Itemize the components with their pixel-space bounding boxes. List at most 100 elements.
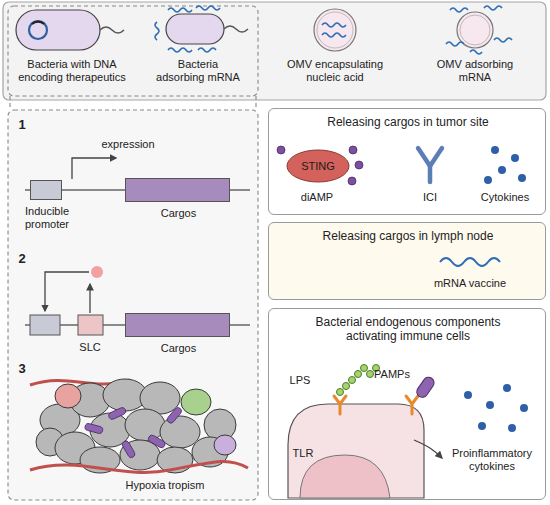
callout-number: 3 xyxy=(12,362,32,375)
tumor-illustration xyxy=(160,416,200,448)
bacterium-mrna-icon xyxy=(155,6,248,52)
bacterium-icon xyxy=(29,21,47,39)
top-band xyxy=(3,2,546,100)
tumor-illustration xyxy=(120,440,160,470)
cytokine-dots xyxy=(486,401,494,409)
omv-icon xyxy=(314,9,356,51)
tumor-illustration xyxy=(84,423,103,434)
antibody-icon xyxy=(430,148,442,166)
caption-label: expression xyxy=(88,138,168,151)
bacterium-mrna-icon xyxy=(224,26,248,32)
lps-molecule xyxy=(343,383,350,390)
dashed-frame xyxy=(8,110,258,500)
bacterium-icon xyxy=(100,27,124,33)
diamp-molecule xyxy=(277,146,285,154)
slc-circuit xyxy=(78,315,103,335)
panel-heading: Bacterial endogenous components activati… xyxy=(308,315,508,343)
omv-icon xyxy=(322,33,346,37)
bacterium-icon xyxy=(16,10,124,50)
caption-label: Bacteria adsorbing mRNA xyxy=(153,58,243,84)
caption-label: ICI xyxy=(410,191,450,204)
protein-label: STING xyxy=(286,149,350,183)
cargo-gene-box: Cargos xyxy=(125,313,230,337)
immune-cell xyxy=(300,455,390,498)
gene-label: Inducible promoter xyxy=(15,205,79,231)
omv-mrna-icon xyxy=(446,6,512,54)
bacterium-mrna-icon xyxy=(166,14,224,44)
bacterium-mrna-icon xyxy=(196,6,220,10)
mrna-strand xyxy=(440,258,500,266)
lps-molecule xyxy=(337,389,344,396)
caption-label: Cytokines xyxy=(470,191,540,204)
tumor-illustration xyxy=(30,461,248,472)
slc-circuit xyxy=(30,315,60,335)
mrna-strand xyxy=(440,258,500,266)
slc-circuit xyxy=(91,266,103,278)
caption-label: diAMP xyxy=(287,191,347,204)
caption-label: SLC xyxy=(70,341,110,354)
tlr-receptor xyxy=(334,396,346,414)
cytokine-dots xyxy=(518,174,526,182)
omv-mrna-icon xyxy=(470,50,482,54)
expression-arrow xyxy=(72,158,116,179)
cytokine-dots xyxy=(464,391,472,399)
cytokine-dots xyxy=(484,146,526,184)
cytokine-dots xyxy=(498,166,506,174)
cytokine-dots xyxy=(464,384,528,432)
lps-molecule xyxy=(337,365,380,396)
callout-number: 1 xyxy=(12,118,32,131)
lps-molecule xyxy=(355,371,362,378)
diamp-molecule xyxy=(349,146,357,154)
callout-number: 2 xyxy=(12,252,32,265)
omv-icon xyxy=(322,23,346,27)
tumor-illustration xyxy=(36,379,236,473)
omv-icon xyxy=(317,12,353,48)
promoter-box: Inducible promoter xyxy=(30,180,62,200)
tumor-illustration xyxy=(147,434,166,449)
antibody-icon xyxy=(418,148,442,182)
cytokine-dots xyxy=(478,422,486,430)
expression-arrow xyxy=(72,158,116,179)
caption-label: mRNA vaccine xyxy=(420,277,520,290)
top-band xyxy=(3,2,546,100)
tumor-illustration xyxy=(166,406,183,424)
antibody-icon xyxy=(428,166,433,182)
omv-mrna-icon xyxy=(446,6,512,54)
diamp-molecule xyxy=(277,146,363,185)
gene-label: Cargos xyxy=(139,207,219,220)
gene-label: Cargos xyxy=(139,342,219,355)
cytokine-dots xyxy=(484,176,492,184)
caption-label: TLR xyxy=(283,447,323,460)
slc-circuit xyxy=(45,272,89,311)
omv-mrna-icon xyxy=(450,8,468,12)
bacterium-mrna-icon xyxy=(155,6,220,52)
tumor-illustration xyxy=(30,379,248,473)
antibody-icon xyxy=(418,148,430,166)
lps-molecule xyxy=(361,365,368,372)
caption-label: OMV encapsulating nucleic acid xyxy=(280,58,390,84)
slc-circuit xyxy=(30,266,103,335)
diamp-molecule xyxy=(355,161,363,169)
caption-label: Bacteria with DNA encoding therapeutics xyxy=(7,58,137,84)
pamp-molecule xyxy=(415,375,437,399)
omv-icon xyxy=(322,23,346,37)
bacterium-mrna-icon xyxy=(168,48,192,52)
lps-molecule xyxy=(367,371,374,378)
cytokine-dots xyxy=(503,384,511,392)
tumor-illustration xyxy=(121,440,136,459)
omv-mrna-icon xyxy=(494,38,512,42)
cytokine-dots xyxy=(520,404,528,412)
ellipse-shape xyxy=(287,150,349,182)
tlr-receptor xyxy=(334,396,418,414)
tlr-receptor xyxy=(406,396,418,414)
lps-molecule xyxy=(349,377,356,384)
sting-protein: STING xyxy=(286,149,350,183)
pamp-molecule xyxy=(415,375,437,399)
caption-label: PAMPs xyxy=(367,368,417,381)
dashed-frame xyxy=(8,6,258,500)
dashed-frame xyxy=(255,96,256,110)
cytokine-dots xyxy=(511,154,519,162)
secretion-arrow xyxy=(414,440,442,458)
omv-icon xyxy=(314,9,356,51)
